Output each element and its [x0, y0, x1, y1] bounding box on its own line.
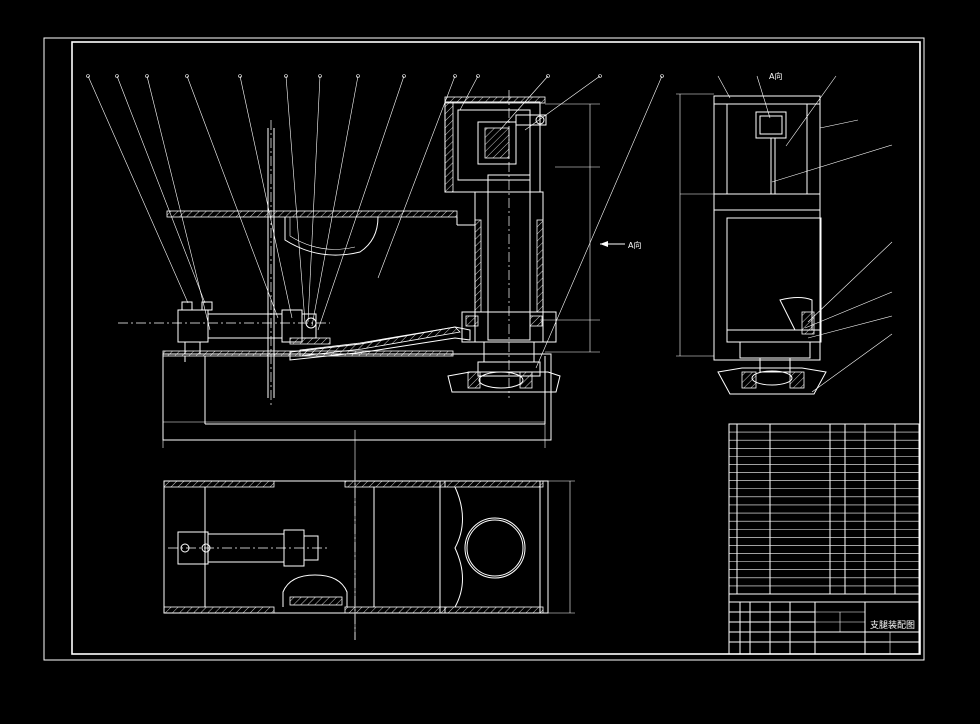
title-block: 支腿装配图 [728, 423, 920, 655]
front-view: A向 [118, 90, 641, 640]
leader-lines [86, 74, 664, 369]
top-view [163, 470, 575, 640]
side-view-title: A向 [769, 71, 782, 81]
view-direction-label: A向 [628, 240, 641, 250]
parts-list-rows [729, 431, 919, 587]
side-view: A向 [676, 71, 893, 395]
drawing-title: 支腿装配图 [870, 619, 915, 631]
drawing-frame [43, 37, 925, 661]
